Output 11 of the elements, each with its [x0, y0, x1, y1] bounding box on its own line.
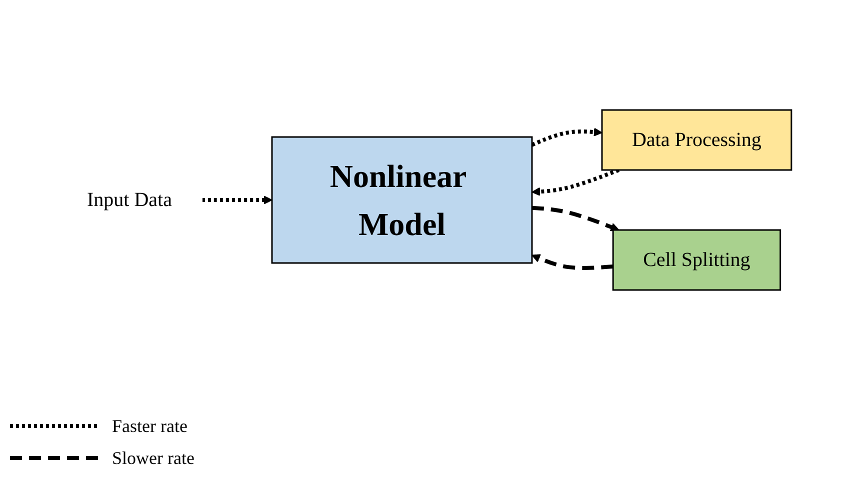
- legend-label: Slower rate: [112, 448, 194, 468]
- arrow: [532, 168, 620, 196]
- node-box: Data Processing: [602, 109, 792, 171]
- arrow: [532, 206, 620, 232]
- node-box: Nonlinear Model: [272, 136, 534, 264]
- node-box: Cell Splitting: [612, 229, 782, 291]
- arrow: [202, 196, 273, 204]
- arrow: [532, 254, 614, 270]
- arrow: [532, 128, 603, 147]
- legend-label: Faster rate: [112, 416, 188, 436]
- node-text: Input Data: [87, 189, 172, 211]
